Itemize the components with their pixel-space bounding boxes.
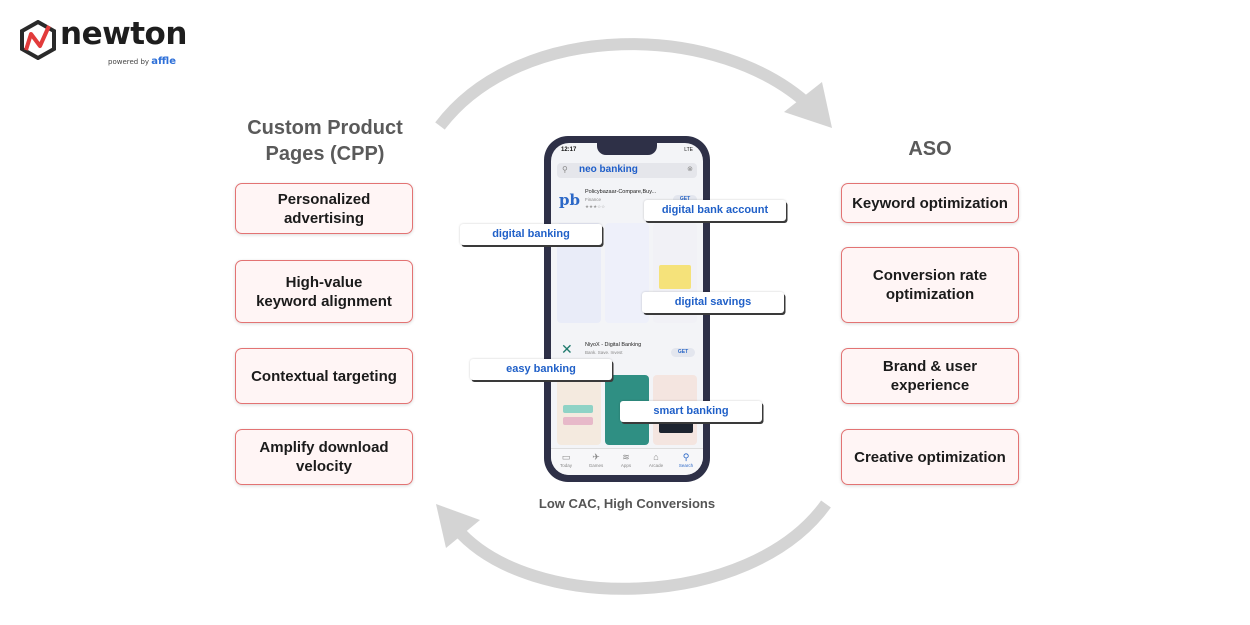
cpp-card-contextual-targeting: Contextual targeting bbox=[235, 348, 413, 404]
app-store-tab-bar: ▭Today ✈Games ≋Apps ⌂Arcade ⚲Search bbox=[551, 448, 703, 475]
tab-search[interactable]: ⚲Search bbox=[673, 452, 699, 468]
yellow-card-graphic bbox=[659, 265, 691, 289]
newton-logo-icon bbox=[20, 20, 56, 60]
affle-brand: affle bbox=[151, 56, 176, 67]
app1-get-button[interactable]: GET bbox=[673, 195, 697, 204]
newton-logo: newton powered by affle bbox=[20, 16, 190, 70]
status-time: 12:17 bbox=[561, 147, 577, 153]
app2-category: Bank. Save. Invest bbox=[585, 350, 623, 355]
aso-heading: ASO bbox=[908, 138, 952, 160]
phone-screen: 12:17 LTE ⚲ neo banking ⊗ pb Policybazaa… bbox=[551, 143, 703, 475]
aso-card-keyword-optimization: Keyword optimization bbox=[841, 183, 1019, 223]
app2-name: NiyoX - Digital Banking bbox=[585, 342, 642, 348]
tag-smart-banking: smart banking bbox=[620, 401, 762, 422]
app1-screenshot-2 bbox=[605, 223, 649, 323]
tab-apps[interactable]: ≋Apps bbox=[613, 452, 639, 468]
app2-screenshot-1 bbox=[557, 375, 601, 445]
tab-today[interactable]: ▭Today bbox=[553, 452, 579, 468]
app1-category: Finance bbox=[585, 197, 602, 202]
tab-games[interactable]: ✈Games bbox=[583, 452, 609, 468]
app1-name: Policybazaar-Compare,Buy... bbox=[585, 189, 657, 195]
niyox-app-icon: ✕ bbox=[561, 341, 573, 357]
cpp-heading: Custom Product Pages (CPP) bbox=[247, 117, 403, 165]
logo-powered-by: powered by affle bbox=[108, 56, 176, 67]
top-arrowhead bbox=[784, 82, 832, 128]
tag-digital-savings: digital savings bbox=[642, 292, 784, 313]
arcade-icon: ⌂ bbox=[653, 452, 659, 462]
tag-digital-banking: digital banking bbox=[460, 224, 602, 245]
status-network: LTE bbox=[684, 147, 693, 153]
logo-wordmark: newton bbox=[60, 16, 187, 52]
top-arc-arrow bbox=[435, 38, 817, 130]
phone-notch bbox=[597, 143, 657, 155]
search-query: neo banking bbox=[579, 164, 638, 175]
aso-card-creative-optimization: Creative optimization bbox=[841, 429, 1019, 485]
search-icon: ⚲ bbox=[562, 165, 568, 174]
bottom-arrowhead bbox=[436, 504, 480, 548]
app1-rating-stars: ★★★☆☆ bbox=[585, 204, 606, 209]
bottom-arc-arrow bbox=[451, 500, 831, 595]
tab-arcade[interactable]: ⌂Arcade bbox=[643, 452, 669, 468]
phone-mockup: 12:17 LTE ⚲ neo banking ⊗ pb Policybazaa… bbox=[544, 136, 710, 482]
today-icon: ▭ bbox=[561, 452, 571, 462]
clear-icon[interactable]: ⊗ bbox=[687, 166, 693, 173]
app-store-search-bar[interactable]: ⚲ neo banking ⊗ bbox=[557, 163, 697, 178]
policybazaar-app-icon: pb bbox=[559, 191, 580, 209]
tag-digital-bank-account: digital bank account bbox=[644, 200, 786, 221]
games-icon: ✈ bbox=[592, 452, 600, 462]
phone-caption: Low CAC, High Conversions bbox=[538, 496, 716, 511]
app2-get-button[interactable]: GET bbox=[671, 348, 695, 357]
apps-icon: ≋ bbox=[622, 452, 630, 462]
search-tab-icon: ⚲ bbox=[682, 452, 690, 462]
tag-easy-banking: easy banking bbox=[470, 359, 612, 380]
